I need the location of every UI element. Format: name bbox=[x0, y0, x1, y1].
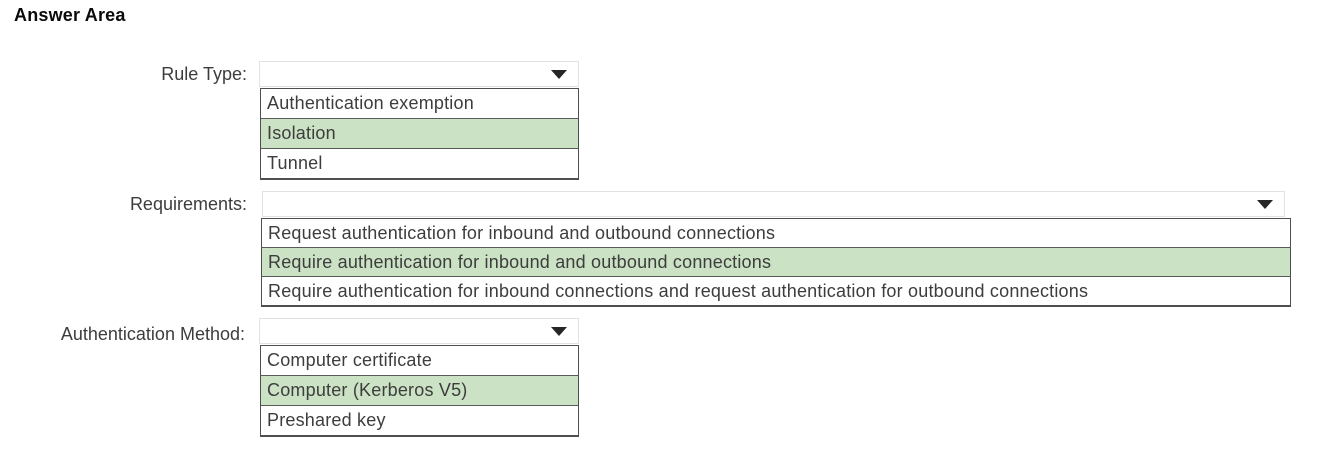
option-item[interactable]: Computer (Kerberos V5) bbox=[261, 375, 578, 405]
requirements-label: Requirements: bbox=[129, 194, 247, 214]
authentication-method-label: Authentication Method: bbox=[60, 324, 245, 344]
authentication-method-select[interactable] bbox=[259, 318, 579, 344]
chevron-down-icon[interactable] bbox=[551, 70, 567, 79]
chevron-down-icon[interactable] bbox=[1257, 200, 1273, 209]
option-item[interactable]: Tunnel bbox=[261, 148, 578, 178]
requirements-options: Request authentication for inbound and o… bbox=[261, 218, 1291, 307]
option-item[interactable]: Request authentication for inbound and o… bbox=[262, 219, 1290, 247]
chevron-down-icon[interactable] bbox=[551, 327, 567, 336]
rule-type-select[interactable] bbox=[259, 61, 579, 87]
requirements-select[interactable] bbox=[262, 191, 1285, 217]
option-item[interactable]: Require authentication for inbound and o… bbox=[262, 247, 1290, 276]
rule-type-label: Rule Type: bbox=[161, 64, 247, 84]
option-item[interactable]: Isolation bbox=[261, 118, 578, 148]
option-item[interactable]: Preshared key bbox=[261, 405, 578, 435]
option-item[interactable]: Computer certificate bbox=[261, 346, 578, 375]
answer-area-title: Answer Area bbox=[14, 5, 126, 25]
rule-type-options: Authentication exemption Isolation Tunne… bbox=[260, 88, 579, 180]
authentication-method-options: Computer certificate Computer (Kerberos … bbox=[260, 345, 579, 437]
option-item[interactable]: Authentication exemption bbox=[261, 89, 578, 118]
option-item[interactable]: Require authentication for inbound conne… bbox=[262, 276, 1290, 305]
